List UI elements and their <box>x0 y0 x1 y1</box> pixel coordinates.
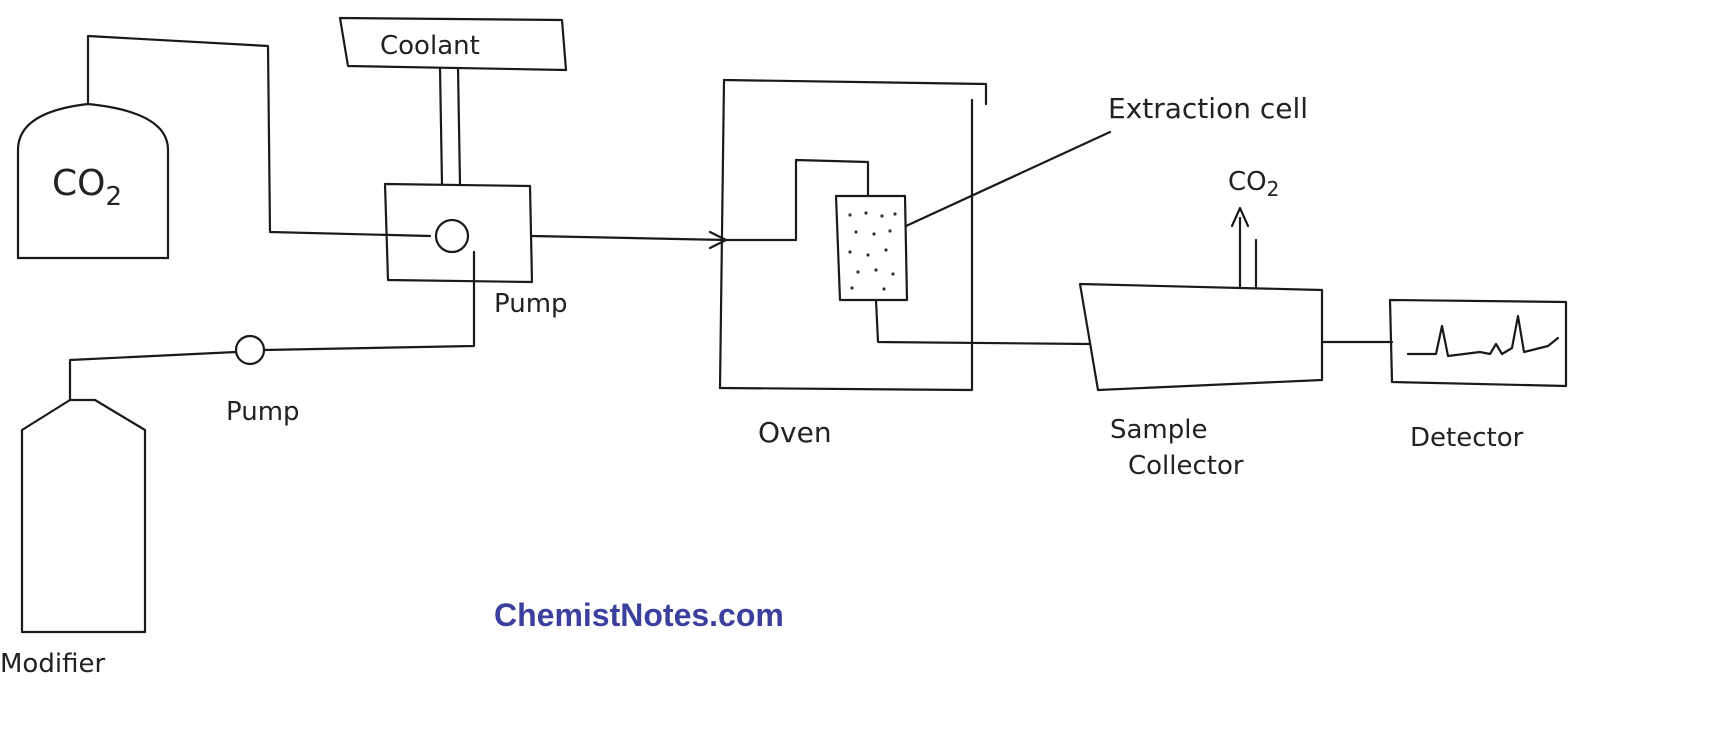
extraction-cell <box>834 194 909 302</box>
coolant-pipes <box>438 66 462 186</box>
co2-vent-label: CO2 <box>1228 167 1279 201</box>
coolant-label: Coolant <box>380 31 480 61</box>
extraction-cell-pointer <box>904 130 1112 228</box>
sample-collector-label-1: Sample <box>1110 415 1208 445</box>
modifier-line <box>68 350 238 402</box>
modifier-cylinder <box>20 398 147 634</box>
sample-collector-label-2: Collector <box>1128 451 1244 481</box>
co2-supply-line <box>86 34 432 238</box>
modifier-to-pump-line <box>262 250 476 352</box>
chromatogram-trace-icon <box>1406 314 1560 358</box>
pump-to-oven-line <box>530 234 728 242</box>
oven-outlet-line <box>874 298 1092 346</box>
main-pump-box <box>383 182 534 284</box>
detector-box <box>1388 298 1568 388</box>
co2-cylinder-label: CO2 <box>52 163 122 212</box>
main-pump-icon <box>434 218 470 254</box>
oven-label: Oven <box>758 416 832 449</box>
watermark-text: ChemistNotes.com <box>494 597 784 633</box>
modifier-label: Modifier <box>0 649 105 679</box>
coolant-box <box>338 16 568 72</box>
modifier-pump-icon <box>234 334 266 366</box>
modifier-pump-label: Pump <box>226 397 300 427</box>
oven-inlet-loop <box>724 158 870 242</box>
extraction-cell-label: Extraction cell <box>1108 92 1308 125</box>
co2-vent <box>1230 206 1258 290</box>
main-pump-label: Pump <box>494 289 568 319</box>
detector-label: Detector <box>1410 423 1524 453</box>
sample-collector-box <box>1078 282 1324 392</box>
